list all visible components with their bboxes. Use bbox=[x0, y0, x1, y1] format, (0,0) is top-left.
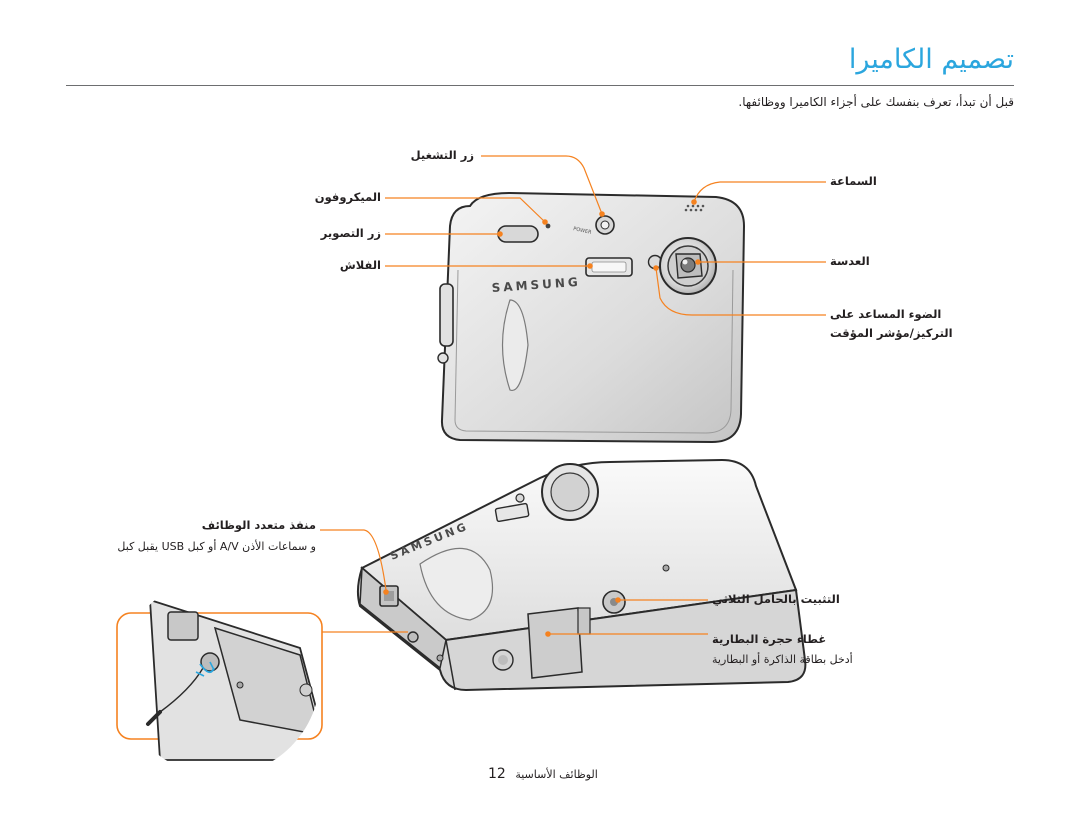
front-oval-panel bbox=[501, 299, 529, 391]
intro-text: قبل أن تبدأ، تعرف بنفسك على أجزاء الكامي… bbox=[738, 95, 1014, 109]
side-grip bbox=[439, 283, 454, 347]
shutter-button-shape bbox=[497, 225, 539, 243]
samsung-logo-front: SAMSUNG bbox=[491, 275, 581, 295]
microphone-label: الميكروفون bbox=[314, 190, 381, 204]
footer-section-title: الوظائف الأساسية bbox=[515, 768, 598, 781]
port-title-label: منفذ متعدد الوظائف bbox=[201, 518, 316, 532]
shutter-button-label: زر التصوير bbox=[320, 226, 381, 240]
af-lamp-label-line2: التركيز/مؤشر المؤقت bbox=[830, 326, 953, 340]
battery-cover-description: أدخل بطاقة الذاكرة أو البطارية bbox=[712, 653, 853, 666]
back-oval-panel bbox=[419, 547, 494, 621]
callout-lines bbox=[320, 155, 826, 637]
speaker-grille bbox=[684, 204, 705, 212]
speaker-label: السماعة bbox=[830, 174, 877, 188]
tripod-mount-label: التثبيت بالحامل الثلاثي bbox=[712, 592, 840, 606]
title-divider bbox=[66, 85, 1014, 86]
strap-eyelet bbox=[407, 631, 419, 643]
microphone-hole bbox=[545, 223, 551, 229]
page-title: تصميم الكاميرا bbox=[848, 44, 1014, 75]
page-footer: 12 الوظائف الأساسية bbox=[488, 766, 598, 782]
page-number: 12 bbox=[488, 766, 506, 782]
af-lamp-label-line1: الضوء المساعد على bbox=[830, 307, 942, 321]
port-description: و سماعات الأذن A/V أو كبل USB يقبل كبل bbox=[117, 540, 316, 553]
power-button-label: زر التشغيل bbox=[410, 148, 474, 162]
flash-label: الفلاش bbox=[339, 258, 381, 272]
power-marking: POWER bbox=[573, 226, 593, 236]
battery-cover-shape bbox=[527, 607, 583, 679]
bottom-camera: SAMSUNG bbox=[356, 458, 807, 692]
lens-glass bbox=[680, 257, 696, 273]
battery-cover-label: غطاء حجرة البطارية bbox=[712, 632, 827, 646]
front-camera: POWER SAMSUNG bbox=[437, 191, 746, 444]
lens-label: العدسة bbox=[830, 254, 870, 268]
strap-detail-inset bbox=[116, 598, 408, 761]
